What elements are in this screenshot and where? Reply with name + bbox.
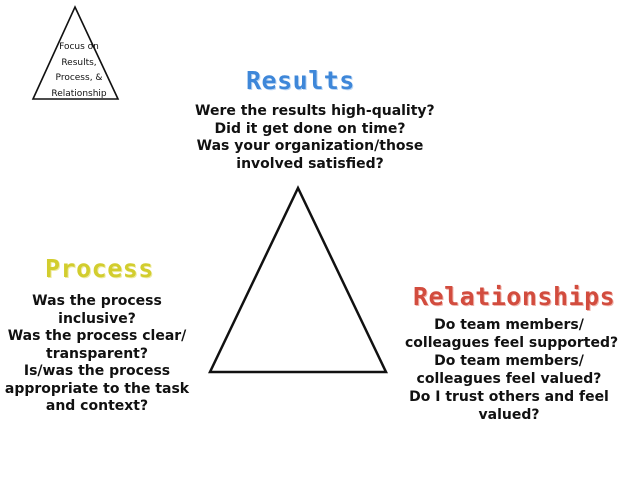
- results-question: Were the results high-quality?: [195, 103, 435, 119]
- relationships-heading: Relationships: [413, 282, 616, 311]
- process-heading: Process: [45, 254, 154, 283]
- relationships-question: valued?: [478, 407, 540, 423]
- corner-note-line: Relationship: [51, 88, 107, 99]
- process-question: Was the process clear/: [7, 328, 187, 344]
- relationships-question: Do team members/: [434, 317, 584, 333]
- results-question: Did it get done on time?: [214, 120, 406, 137]
- process-question: Was the process: [32, 293, 162, 309]
- corner-note-line: Results,: [61, 57, 97, 68]
- results-heading: Results: [246, 66, 355, 95]
- corner-note-shape: [31, 5, 120, 100]
- relationships-question: Do team members/: [434, 353, 584, 369]
- results-question: Was your organization/those: [196, 138, 424, 154]
- results-questions: Were the results high-quality? Did it ge…: [195, 103, 435, 173]
- process-question: inclusive?: [58, 310, 136, 327]
- corner-note-line: Process, &: [55, 73, 103, 83]
- process-question: appropriate to the task: [4, 380, 190, 397]
- process-questions: Was the process inclusive? Was the proce…: [2, 293, 192, 416]
- relationships-question: colleagues feel valued?: [416, 371, 602, 387]
- process-question: and context?: [45, 398, 149, 414]
- corner-note-line: Focus on: [59, 42, 99, 52]
- center-triangle: [208, 185, 388, 374]
- process-question: Is/was the process: [23, 363, 171, 379]
- relationships-question: colleagues feel supported?: [405, 335, 619, 351]
- process-question: transparent?: [46, 345, 148, 362]
- relationships-question: Do I trust others and feel: [409, 389, 609, 405]
- corner-note: Focus on Results, Process, & Relationshi…: [44, 40, 114, 102]
- results-question: involved satisfied?: [236, 155, 384, 172]
- relationships-questions: Do team members/ colleagues feel support…: [405, 316, 619, 424]
